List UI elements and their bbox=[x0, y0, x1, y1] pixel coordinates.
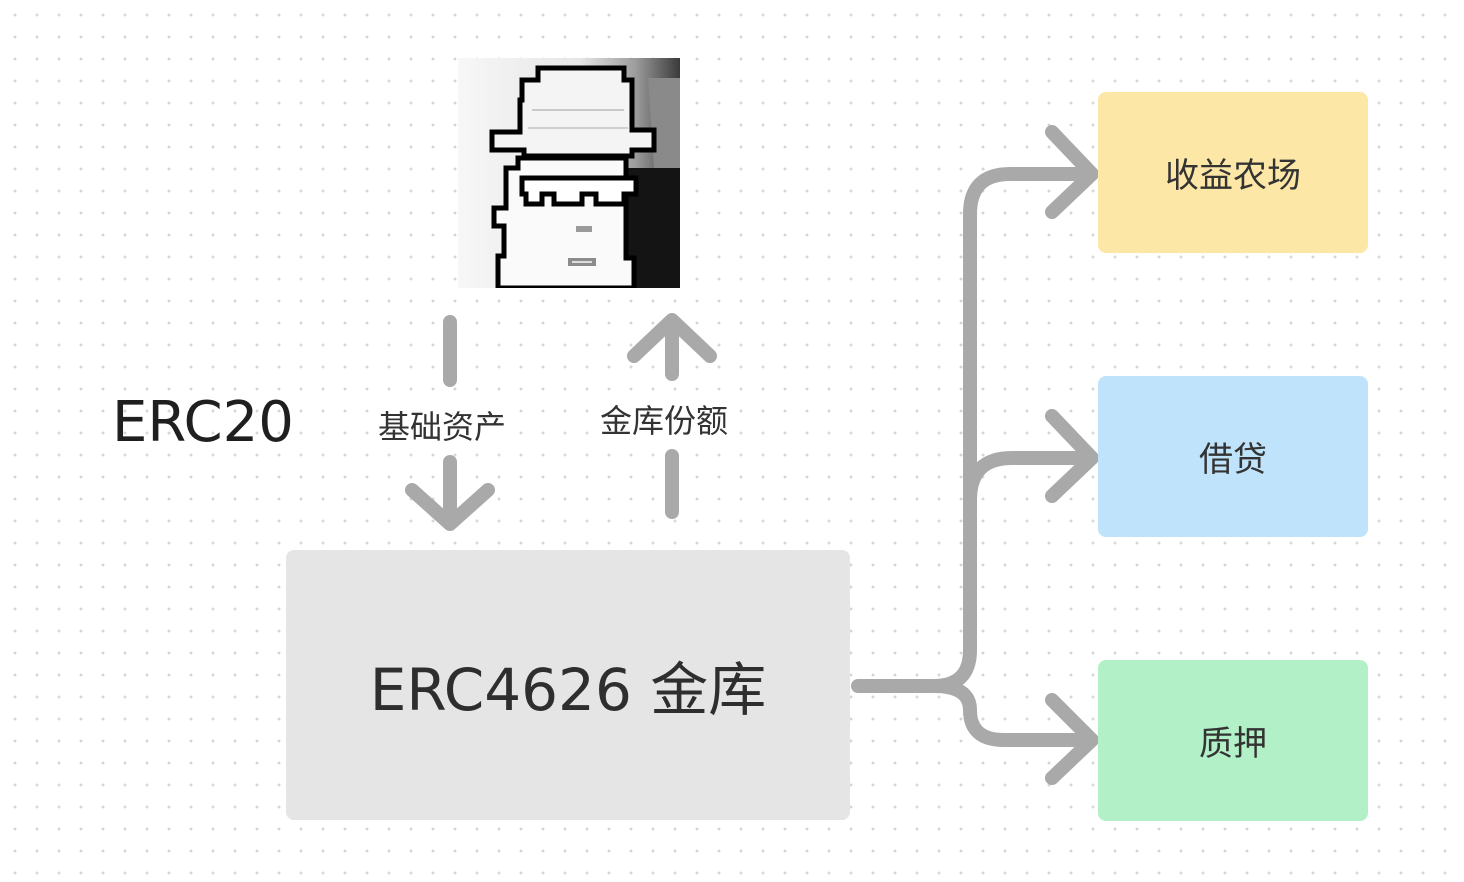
staking-box: 质押 bbox=[1098, 660, 1368, 821]
pixel-hat-sunglasses-avatar-icon bbox=[458, 58, 680, 288]
lending-label: 借贷 bbox=[1199, 440, 1267, 480]
branch-connector-stake bbox=[927, 679, 1095, 747]
deposit-arrow-head bbox=[405, 483, 495, 531]
erc4626-vault-box: ERC4626 金库 bbox=[286, 550, 850, 820]
arrow-head-lend bbox=[1045, 409, 1099, 503]
lending-box: 借贷 bbox=[1098, 376, 1368, 537]
arrow-head-stake bbox=[1045, 693, 1099, 785]
erc20-label: ERC20 bbox=[112, 390, 294, 455]
vault-label: ERC4626 金库 bbox=[369, 656, 767, 724]
shares-flow-label: 金库份额 bbox=[600, 396, 729, 442]
arrow-head-farm bbox=[1045, 125, 1099, 219]
shares-arrow-head bbox=[627, 313, 717, 363]
yield-farm-box: 收益农场 bbox=[1098, 92, 1368, 253]
deposit-flow-label: 基础资产 bbox=[378, 402, 507, 448]
yield-farm-label: 收益农场 bbox=[1165, 156, 1301, 196]
branch-connector-farm bbox=[851, 167, 1095, 693]
staking-label: 质押 bbox=[1199, 724, 1267, 764]
branch-connector-lend bbox=[963, 451, 1095, 507]
